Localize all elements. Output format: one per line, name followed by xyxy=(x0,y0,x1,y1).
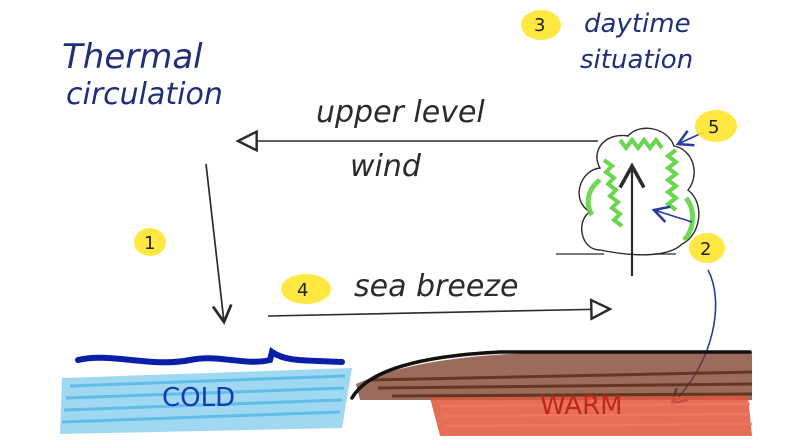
inflow-arrow xyxy=(651,205,693,223)
step-2-highlight xyxy=(689,233,725,263)
step-5-highlight xyxy=(695,110,737,142)
warm-label: WARM xyxy=(540,391,623,421)
title-line1: Thermal xyxy=(62,37,203,77)
cold-water xyxy=(60,347,352,434)
cold-label: COLD xyxy=(162,383,235,413)
step-5-number: 5 xyxy=(708,117,719,138)
step-2-number: 2 xyxy=(700,239,711,260)
upper-level-label: upper level xyxy=(316,95,485,130)
situation-line2: situation xyxy=(580,45,693,75)
sea-breeze-label: sea breeze xyxy=(354,269,519,304)
step-3-number: 3 xyxy=(534,15,545,36)
situation-line1: daytime xyxy=(584,9,691,39)
step-4-highlight xyxy=(281,274,331,304)
step-1-highlight xyxy=(134,228,166,256)
sinking-air-arrow xyxy=(205,163,233,325)
wind-label: wind xyxy=(350,149,422,184)
title-line2: circulation xyxy=(66,77,223,112)
cumulus-cloud xyxy=(578,127,700,256)
step-4-number: 4 xyxy=(297,280,308,301)
sea-breeze-arrow xyxy=(267,309,610,316)
step-3-highlight xyxy=(521,10,561,40)
warm-land xyxy=(350,350,753,436)
step-1-number: 1 xyxy=(144,233,155,254)
